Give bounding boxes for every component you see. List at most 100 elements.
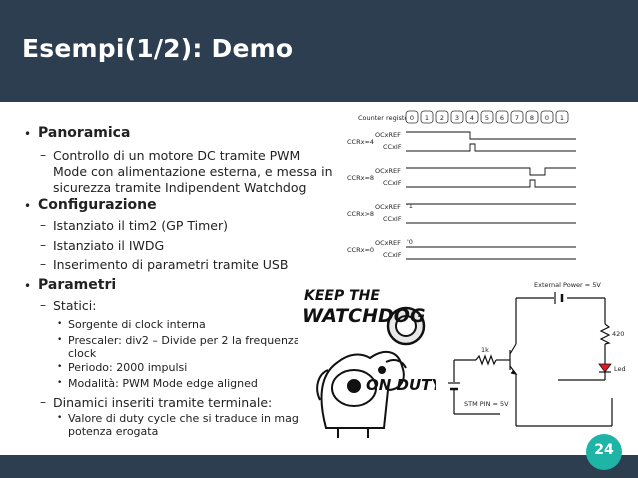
configurazione-item: Istanziato il IWDG — [53, 238, 165, 253]
battery-top-icon — [554, 292, 564, 304]
ocxref-label: OCxREF — [375, 203, 401, 211]
counter-cell: 2 — [435, 110, 449, 124]
timing-groups: CCRx=4OCxREFCCxIFCCRx=8OCxREFCCxIFCCRx>8… — [347, 131, 576, 260]
bullet-icon: • — [57, 413, 63, 423]
counter-register-label: Counter register — [358, 114, 411, 122]
bullet-icon: • — [57, 335, 63, 345]
heading-panoramica: Panoramica — [38, 125, 131, 141]
slide-footer — [0, 455, 638, 478]
ocxref-label: OCxREF — [375, 131, 401, 139]
panoramica-line: sicurezza tramite Indipendent Watchdog — [53, 180, 307, 195]
battery-left-icon — [448, 382, 460, 391]
bullet-icon: • — [24, 127, 32, 141]
ccr-label: CCRx=4 — [347, 138, 374, 146]
counter-register-cells: 0 1 2 3 4 5 6 7 8 0 1 — [405, 110, 569, 124]
svg-text:1: 1 — [425, 114, 429, 122]
bullet-icon: • — [57, 319, 63, 329]
ocxref-label: OCxREF — [375, 239, 401, 247]
counter-cell: 1 — [420, 110, 434, 124]
ccxif-label: CCxIF — [383, 179, 402, 187]
transistor-icon — [509, 343, 518, 375]
wall-socket-icon — [386, 306, 426, 346]
configurazione-item: Istanziato il tim2 (GP Timer) — [53, 218, 228, 233]
ccxif-waveform — [406, 143, 576, 152]
slide-header: Esempi(1/2): Demo — [0, 0, 638, 102]
heading-parametri: Parametri — [38, 277, 117, 293]
svg-text:1: 1 — [560, 114, 564, 122]
dash-icon: – — [40, 238, 46, 252]
statici-item: Modalità: PWM Mode edge aligned — [68, 377, 258, 390]
watchdog-dog-illustration — [316, 350, 407, 438]
svg-text:0: 0 — [545, 114, 549, 122]
statici-item: Sorgente di clock interna — [68, 318, 206, 331]
heading-configurazione: Configurazione — [38, 197, 157, 213]
ccr-label: CCRx>8 — [347, 210, 374, 218]
resistor-top-label: 420 — [612, 330, 624, 338]
ocxref-label: OCxREF — [375, 167, 401, 175]
resistor-base-label: 1k — [481, 346, 489, 354]
statici-item: Periodo: 2000 impulsi — [68, 361, 188, 374]
led-label: Led — [614, 365, 626, 373]
counter-cell: 3 — [450, 110, 464, 124]
ccr-label: CCRx=8 — [347, 174, 374, 182]
dash-icon: – — [40, 257, 46, 271]
resistor-1k-icon — [475, 354, 497, 366]
dinamici-item: Valore di duty cycle che si traduce in m… — [68, 412, 327, 425]
dash-icon: – — [40, 298, 46, 312]
panoramica-line: Mode con alimentazione esterna, e messa … — [53, 164, 333, 179]
statici-item: Prescaler: div2 – Divide per 2 la freque… — [68, 334, 321, 347]
dinamici-item: potenza erogata — [68, 425, 159, 438]
ccxif-label: CCxIF — [383, 143, 402, 151]
counter-cell: 0 — [405, 110, 419, 124]
counter-cell: 7 — [510, 110, 524, 124]
svg-text:8: 8 — [530, 114, 534, 122]
counter-cell: 5 — [480, 110, 494, 124]
bullet-icon: • — [24, 199, 32, 213]
svg-text:7: 7 — [515, 114, 519, 122]
counter-cell: 1 — [555, 110, 569, 124]
level-note: '0 — [407, 238, 413, 246]
page-number: 24 — [594, 442, 614, 458]
resistor-420-icon — [599, 323, 611, 345]
watchdog-poster: KEEP THE WATCHDOG ON DUTY! — [298, 278, 436, 442]
ccr-label: CCRx=0 — [347, 246, 374, 254]
ccxif-label: CCxIF — [383, 251, 402, 259]
ccxif-waveform — [406, 179, 576, 188]
counter-cell: 8 — [525, 110, 539, 124]
svg-text:4: 4 — [470, 114, 474, 122]
stm-pin-label: STM PIN = 5V — [464, 400, 509, 408]
panoramica-line: Controllo di un motore DC tramite PWM — [53, 148, 301, 163]
statici-item: clock — [68, 347, 97, 360]
svg-text:2: 2 — [440, 114, 444, 122]
svg-text:0: 0 — [410, 114, 414, 122]
poster-line1: KEEP THE — [304, 288, 380, 304]
circuit-schematic: External Power = 5V 420 Led 1k — [448, 281, 626, 427]
dash-icon: – — [40, 148, 46, 162]
bullet-icon: • — [57, 362, 63, 372]
slide-title: Esempi(1/2): Demo — [22, 34, 294, 63]
configurazione-item: Inserimento di parametri tramite USB — [53, 257, 289, 272]
poster-line3: ON DUTY! — [366, 376, 436, 394]
led-icon — [598, 363, 612, 373]
counter-cell: 0 — [540, 110, 554, 124]
bullet-icon: • — [24, 279, 32, 293]
svg-text:5: 5 — [485, 114, 489, 122]
dinamici-label: Dinamici inseriti tramite terminale: — [53, 395, 273, 410]
dash-icon: – — [40, 218, 46, 232]
external-power-label: External Power = 5V — [534, 281, 601, 289]
ccxif-label: CCxIF — [383, 215, 402, 223]
ocxref-waveform — [406, 131, 576, 140]
dash-icon: – — [40, 395, 46, 409]
poster-line2: WATCHDOG — [302, 305, 426, 327]
statici-label: Statici: — [53, 298, 97, 313]
svg-text:3: 3 — [455, 114, 459, 122]
circuit-wires — [453, 297, 613, 427]
bullet-icon: • — [57, 378, 63, 388]
svg-text:6: 6 — [500, 114, 504, 122]
counter-cell: 6 — [495, 110, 509, 124]
page-number-badge: 24 — [586, 434, 622, 470]
